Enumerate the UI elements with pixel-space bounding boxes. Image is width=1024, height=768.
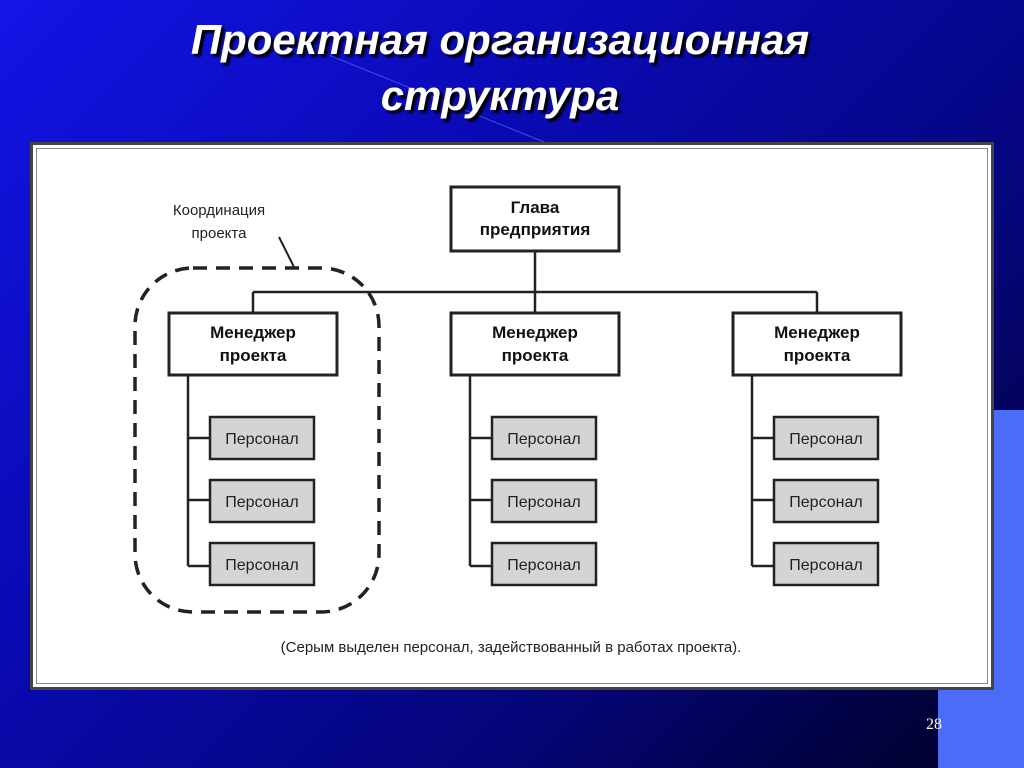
staff-box bbox=[490, 478, 598, 524]
diagram-note: (Серым выделен персонал, задействованный… bbox=[281, 639, 742, 656]
staff-node-3-3: Персонал bbox=[772, 541, 880, 587]
staff-node-2-1: Персонал bbox=[490, 415, 598, 461]
manager-label-line-2: проекта bbox=[502, 346, 569, 365]
manager-node-3: Менеджер проекта bbox=[731, 311, 903, 377]
staff-box bbox=[208, 415, 316, 461]
manager-label-line-1: Менеджер bbox=[210, 323, 296, 342]
staff-label: Персонал bbox=[507, 557, 580, 574]
manager-node-2: Менеджер проекта bbox=[449, 311, 621, 377]
callout-label-line-2: проекта bbox=[192, 225, 248, 242]
staff-node-1-2: Персонал bbox=[208, 478, 316, 524]
head-label-line-2: предприятия bbox=[480, 220, 591, 239]
staff-node-3-2: Персонал bbox=[772, 478, 880, 524]
staff-label: Персонал bbox=[225, 494, 298, 511]
manager-label-line-2: проекта bbox=[784, 346, 851, 365]
title-line-1: Проектная организационная bbox=[190, 16, 810, 63]
staff-box bbox=[772, 415, 880, 461]
staff-node-1-1: Персонал bbox=[208, 415, 316, 461]
staff-node-1-3: Персонал bbox=[208, 541, 316, 587]
manager-box bbox=[449, 311, 621, 377]
staff-node-2-3: Персонал bbox=[490, 541, 598, 587]
staff-box bbox=[208, 478, 316, 524]
connector-lines bbox=[186, 251, 819, 568]
staff-label: Персонал bbox=[789, 494, 862, 511]
head-node: Глава предприятия bbox=[449, 185, 621, 253]
org-chart: Глава предприятия Менеджер проекта Менед… bbox=[133, 185, 903, 656]
slide-title: Проектная организационная структура bbox=[60, 12, 940, 124]
diagram-frame: Глава предприятия Менеджер проекта Менед… bbox=[30, 142, 994, 690]
staff-box bbox=[490, 415, 598, 461]
head-box bbox=[449, 185, 621, 253]
staff-label: Персонал bbox=[789, 431, 862, 448]
manager-node-1: Менеджер проекта bbox=[167, 311, 339, 377]
staff-box bbox=[208, 541, 316, 587]
manager-label-line-1: Менеджер bbox=[774, 323, 860, 342]
manager-label-line-1: Менеджер bbox=[492, 323, 578, 342]
staff-node-3-1: Персонал bbox=[772, 415, 880, 461]
staff-label: Персонал bbox=[225, 431, 298, 448]
title-line-2: структура bbox=[380, 72, 620, 119]
manager-label-line-2: проекта bbox=[220, 346, 287, 365]
staff-label: Персонал bbox=[225, 557, 298, 574]
staff-node-2-2: Персонал bbox=[490, 478, 598, 524]
diagram-frame-inner-border bbox=[36, 148, 988, 684]
staff-box bbox=[772, 541, 880, 587]
callout-label-line-1: Координация bbox=[173, 202, 265, 219]
manager-box bbox=[167, 311, 339, 377]
callout-pointer bbox=[278, 236, 296, 270]
page-number: 28 bbox=[926, 716, 942, 733]
staff-box bbox=[490, 541, 598, 587]
staff-label: Персонал bbox=[789, 557, 862, 574]
head-label-line-1: Глава bbox=[511, 198, 560, 217]
coordination-dashed-outline bbox=[133, 266, 381, 614]
manager-box bbox=[731, 311, 903, 377]
staff-box bbox=[772, 478, 880, 524]
staff-label: Персонал bbox=[507, 431, 580, 448]
staff-label: Персонал bbox=[507, 494, 580, 511]
